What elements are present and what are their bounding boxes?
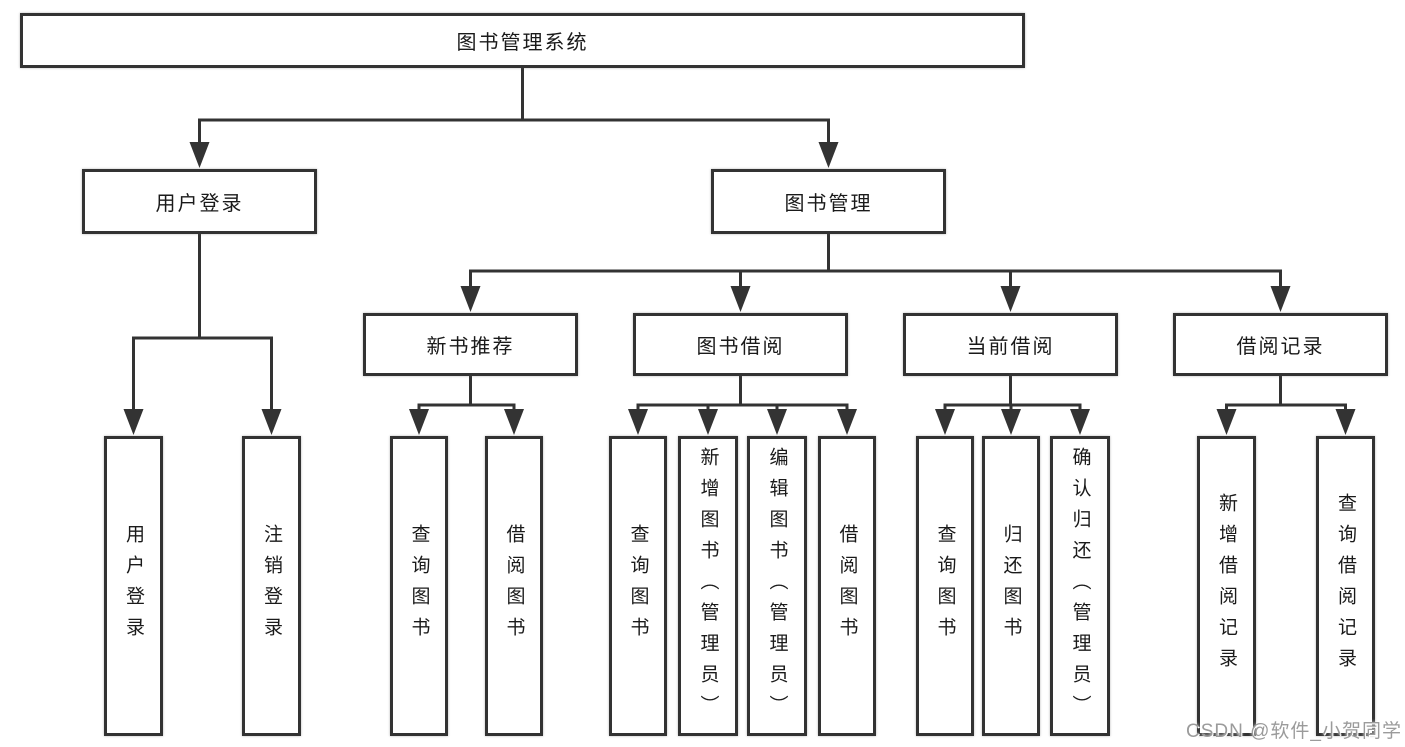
connector-user-login-to-children [123,234,282,435]
node-current-borrowing: 当前借阅 [903,313,1118,376]
connector-root-to-level2 [189,68,839,168]
arrowhead [628,409,648,435]
arrowhead [1070,409,1090,435]
arrowhead [1001,409,1021,435]
node-user-login: 用户登录 [82,169,317,234]
arrowhead [767,409,787,435]
leaf-return-books: 归还图书 [982,436,1040,736]
leaf-add-borrowing-record: 新增借阅记录 [1197,436,1256,736]
arrowhead [1270,286,1291,312]
connector-borrow-records-to-children [1216,376,1356,435]
node-book-management: 图书管理 [711,169,946,234]
leaf-query-borrowing-record: 查询借阅记录 [1316,436,1375,736]
leaf-user-login: 用户登录 [104,436,163,736]
connector-book-borrow-to-children [628,376,857,435]
arrowhead [189,142,210,168]
arrowhead [123,409,144,435]
arrowhead [698,409,718,435]
arrowhead [818,142,839,168]
connector-current-borrow-to-children [935,376,1090,435]
csdn-watermark: CSDN @软件_小贺同学 [1186,721,1402,742]
leaf-borrow-books-borrowing: 借阅图书 [818,436,876,736]
arrowhead [1000,286,1021,312]
node-library-management-system: 图书管理系统 [20,13,1025,68]
arrowhead [409,409,429,435]
arrowhead [1216,409,1237,435]
leaf-query-books-recommend: 查询图书 [390,436,448,736]
node-new-book-recommendation: 新书推荐 [363,313,578,376]
arrowhead [504,409,524,435]
arrowhead [261,409,282,435]
node-book-borrowing: 图书借阅 [633,313,848,376]
leaf-query-books-current: 查询图书 [916,436,974,736]
leaf-query-books-borrowing: 查询图书 [609,436,667,736]
arrowhead [460,286,481,312]
arrowhead [730,286,751,312]
connector-book-mgmt-to-level3 [460,234,1291,312]
leaf-confirm-return-admin: 确认归还（管理员） [1050,436,1110,736]
arrowhead [1335,409,1356,435]
leaf-add-books-admin: 新增图书（管理员） [678,436,738,736]
arrowhead [935,409,955,435]
connector-new-book-to-children [409,376,524,435]
leaf-edit-books-admin: 编辑图书（管理员） [747,436,807,736]
leaf-borrow-books-recommend: 借阅图书 [485,436,543,736]
leaf-logout: 注销登录 [242,436,301,736]
arrowhead [837,409,857,435]
node-borrowing-records: 借阅记录 [1173,313,1388,376]
